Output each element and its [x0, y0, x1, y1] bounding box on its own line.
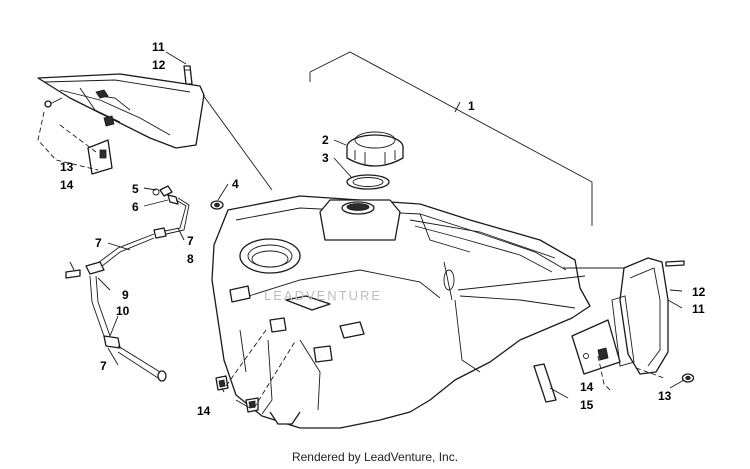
callout-14-c: 14: [580, 380, 594, 394]
callout-13-a: 13: [60, 160, 74, 174]
right-screw: [665, 260, 685, 267]
callout-labels: 1 2 3 4 5 6 7 7 7 8 9 10 11 12 13 14 14 …: [60, 40, 706, 418]
callout-7-c: 7: [100, 359, 107, 373]
callout-14-b: 14: [197, 404, 211, 418]
gas-cap: [346, 131, 404, 167]
cap-gasket: [346, 174, 390, 190]
callout-3: 3: [322, 151, 329, 165]
left-screw: [183, 65, 193, 85]
callout-2: 2: [322, 133, 329, 147]
callout-6: 6: [132, 200, 139, 214]
callout-1: 1: [468, 99, 475, 113]
callout-14-a: 14: [60, 178, 74, 192]
fuel-line: [533, 363, 557, 403]
grommet: [210, 200, 224, 210]
watermark: LEADVENTURE: [264, 288, 382, 303]
callout-5: 5: [132, 182, 139, 196]
fuel-tank: [211, 195, 591, 429]
callout-11-a: 11: [152, 40, 165, 54]
callout-12-a: 12: [152, 58, 166, 72]
right-mounting-bracket: [571, 319, 621, 375]
callout-8: 8: [187, 252, 194, 266]
footer-credit: Rendered by LeadVenture, Inc.: [291, 450, 459, 464]
vent-hose-assembly: [65, 185, 190, 382]
callout-15: 15: [580, 398, 594, 412]
callout-7-b: 7: [187, 234, 194, 248]
callout-4: 4: [232, 177, 239, 191]
right-plug: [681, 373, 695, 383]
callout-11-b: 11: [692, 302, 705, 316]
right-side-panel: [611, 257, 669, 375]
left-side-panel: [37, 73, 205, 149]
callout-13-b: 13: [658, 389, 672, 403]
left-fastener-bracket: [87, 139, 113, 175]
callout-10: 10: [116, 304, 130, 318]
callout-12-b: 12: [692, 285, 706, 299]
leader-lines: [37, 51, 685, 409]
callout-7-a: 7: [95, 236, 102, 250]
callout-9: 9: [122, 288, 129, 302]
